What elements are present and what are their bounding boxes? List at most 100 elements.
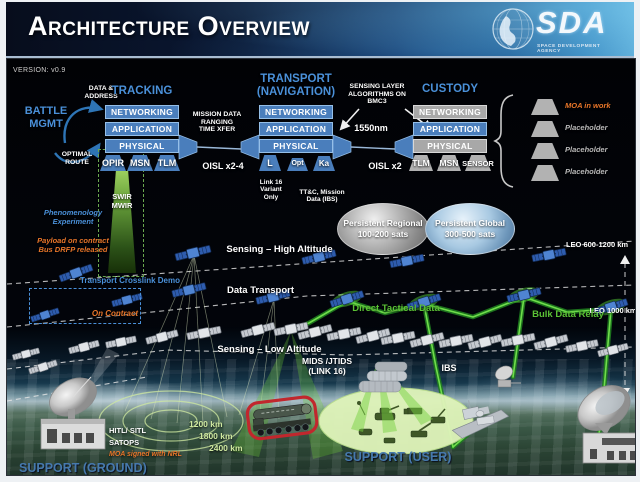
satellite-icon [596,341,630,359]
custody-title: CUSTODY [421,83,479,95]
constellation-global: Persistent Global 300-500 sats [425,203,515,255]
field-terminal [495,365,521,388]
moa-nrl-label: MOA signed with NRL [109,451,182,458]
support-user-label: SUPPORT (USER) [344,450,452,464]
oisl-connector-tracking [178,134,260,160]
globe-icon [492,8,534,50]
direct-tactical-label: Direct Tactical Data [352,303,440,314]
mids-jtids-label: MIDS /JTIDS (LINK 16) [301,356,353,376]
port-msn-label: MSN [130,158,150,168]
sensing-low-label: Sensing – Low Altitude [217,344,322,355]
battle-mgmt-arrows [54,99,104,164]
regional-sats: 100-200 sats [357,229,409,239]
slide-header: Architecture Overview SDA SPACE DEVELOPM… [6,2,634,58]
annex-trap-2 [531,121,559,137]
optimal-route-label: OPTIMAL ROUTE [61,151,93,166]
earth-background [7,327,635,475]
mission-data-label: MISSION DATA RANGING TIME XFER [192,111,242,134]
transport-networking: NETWORKING [259,105,333,119]
carrier-structure [358,361,408,393]
tel-launcher [245,395,319,441]
data-transport-label: Data Transport [226,285,295,296]
tracking-physical: PHYSICAL [105,139,179,153]
port-ctlm-label: TLM [412,158,430,168]
experiment-status-label: Payload on contract Bus DRFP released [37,236,109,254]
sensing-high-label: Sensing – High Altitude [226,244,333,255]
port-opir-label: OPIR [101,158,124,168]
annex-label-moa: MOA in work [565,101,611,110]
ring-1800-label: 1800 km [199,431,233,441]
satellite-icon [144,328,180,346]
diagram-canvas: VERSION: v0.9 BATTLE MGMT DATA & ADDRESS… [6,58,636,476]
ttc-note: TT&C, Mission Data (IBS) [299,189,345,204]
ground-station-right [577,385,635,464]
satellite-icon [388,252,426,270]
port-sensor [465,155,491,171]
sensing-layer-note: SENSING LAYER ALGORITHMS ON BMC3 [348,83,406,106]
tracking-title: TRACKING [111,85,173,97]
altitude-arrow-up [620,255,630,264]
annex-brace [493,94,514,188]
port-cmsn [437,155,461,171]
port-tlm [154,155,180,171]
link16-note: Link 16 Variant Only [259,179,283,201]
data-address-label: DATA & ADDRESS [84,85,118,100]
transport-title: TRANSPORT (NAVIGATION) [256,73,336,99]
transport-application: APPLICATION [259,122,333,136]
port-tlm-label: TLM [157,158,177,168]
port-sensor-label: SENSOR [462,159,494,168]
port-ka-band [313,156,335,171]
ibs-label: IBS [441,363,457,373]
scene-art [7,94,635,464]
annex-trap-4 [531,165,559,181]
port-opt-label: Opt [291,160,304,167]
oisl-connector-custody [332,134,414,160]
annex-label-placeholder-2: Placeholder [565,145,608,154]
satellite-icon [27,358,59,376]
satellite-icon [466,332,504,352]
leo-relay-label: LEO 1000 km [589,306,636,315]
bulk-relay-label: Bulk Data Relay [532,309,604,320]
crosslink-demo-label: Transport Crosslink Demo [79,276,181,285]
phenomenology-label: Phenomenology Experiment [43,208,103,226]
satellite-icon [11,346,41,362]
transport-physical: PHYSICAL [259,139,333,153]
battle-mgmt-label: BATTLE MGMT [24,105,68,130]
jeep-icon [383,437,396,444]
annex-trap-1 [531,99,559,115]
satellite-icon [564,337,600,355]
ring-2400-label: 2400 km [209,443,243,453]
annex-label-placeholder-3: Placeholder [565,167,608,176]
satellite-icon [67,338,101,356]
port-l-band [259,155,281,171]
regional-title: Persistent Regional [343,218,423,229]
swir-mwir-label: SWIR MWIR [111,192,133,210]
version-label: VERSION: v0.9 [13,67,66,74]
custody-physical: PHYSICAL [413,139,487,153]
port-l-label: L [267,158,273,168]
tracking-networking: NETWORKING [105,105,179,119]
annex-trap-3 [531,143,559,159]
satellite-icon [185,324,223,342]
mobile-user-truck [475,410,495,426]
tactical-satellites [328,285,630,318]
port-msn [127,155,153,171]
port-ctlm [409,155,433,171]
port-cmsn-label: MSN [439,158,459,168]
logo-agency-name: SPACE DEVELOPMENT AGENCY [537,44,601,54]
ground-station-left [40,376,106,450]
on-contract-label: On Contract [91,309,139,318]
page-title: Architecture Overview [28,11,310,41]
satops-label: SATOPS [109,438,140,447]
port-ka-label: Ka [318,159,330,168]
custody-application: APPLICATION [413,122,487,136]
logo-acronym: SDA [536,5,608,40]
annex-label-placeholder-1: Placeholder [565,123,608,132]
satellite-icon [239,320,277,340]
hitl-sitl-label: HITL/ SITL [109,426,147,435]
oisl-x2-label: OISL x2 [368,161,402,171]
satellite-icon [532,332,570,352]
tracking-application: APPLICATION [105,122,179,136]
support-ground-label: SUPPORT (GROUND) [19,461,147,475]
